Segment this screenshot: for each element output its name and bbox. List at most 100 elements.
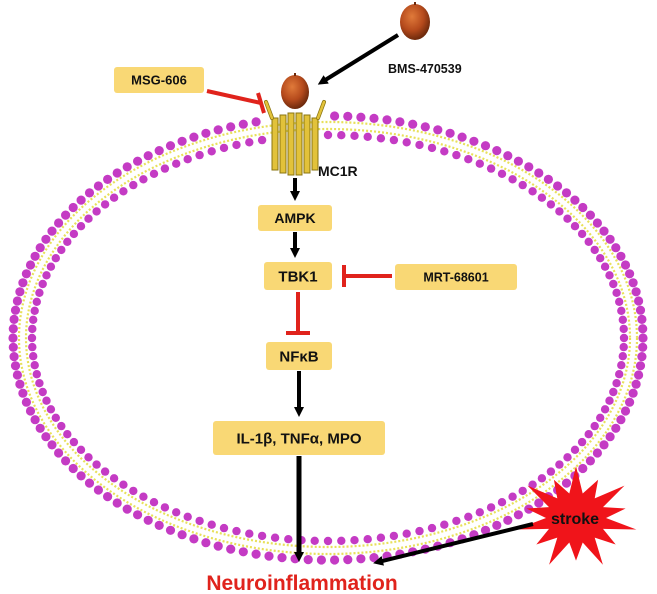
phospholipid-head: [427, 143, 437, 153]
phospholipid-head: [219, 143, 229, 153]
phospholipid-head: [160, 164, 170, 173]
phospholipid-head: [122, 162, 132, 172]
bound-ligand-icon: [281, 75, 309, 109]
phospholipid-head: [570, 445, 580, 454]
phospholipid-head: [475, 508, 484, 517]
phospholipid-head: [518, 486, 527, 496]
phospholipid-head: [600, 405, 610, 414]
phospholipid-head: [257, 135, 267, 145]
phospholipid-head: [9, 314, 19, 324]
phospholipid-head: [508, 175, 517, 184]
phospholipid-head: [57, 245, 66, 255]
phospholipid-head: [469, 136, 479, 146]
phospholipid-head: [69, 437, 79, 447]
phospholipid-head: [638, 342, 648, 352]
phospholipid-head: [480, 141, 491, 151]
phospholipid-head: [213, 541, 223, 551]
phospholipid-head: [634, 296, 644, 306]
phospholipid-head: [609, 279, 618, 289]
phospholipid-head: [51, 413, 60, 422]
cytokines-label: IL-1β, TNFα, MPO: [236, 431, 361, 448]
phospholipid-head: [615, 297, 624, 306]
phospholipid-head: [35, 379, 44, 388]
msg-606-label: MSG-606: [131, 73, 187, 88]
phospholipid-head: [452, 516, 461, 526]
tbk1-box: [264, 262, 332, 290]
phospholipid-head: [310, 536, 319, 545]
phospholipid-head: [508, 492, 517, 501]
phospholipid-head: [29, 352, 38, 361]
phospholipid-head: [534, 498, 544, 508]
phospholipid-head: [402, 138, 411, 147]
phospholipid-head: [382, 115, 392, 125]
phospholipid-head: [561, 478, 572, 488]
phospholipid-head: [363, 535, 372, 544]
phospholipid-head: [69, 229, 79, 239]
phospholipid-head: [497, 169, 507, 178]
phospholipid-head: [30, 306, 39, 315]
phospholipid-head: [129, 180, 138, 190]
phospholipid-head: [207, 147, 216, 156]
phospholipid-head: [8, 324, 18, 334]
phospholipid-head: [596, 413, 605, 422]
phospholipid-head: [563, 453, 572, 462]
phospholipid-head: [599, 226, 609, 236]
phospholipid-head: [376, 134, 386, 143]
phospholipid-head: [25, 260, 36, 270]
phospholipid-head: [226, 122, 236, 132]
phospholipid-head: [165, 141, 176, 151]
phospholipid-head: [618, 352, 627, 361]
phospholipid-head: [480, 525, 491, 535]
phospholipid-head: [226, 544, 236, 554]
phospholipid-head: [54, 218, 64, 228]
phospholipid-head: [183, 512, 192, 521]
phospholipid-head: [76, 222, 86, 231]
phospholipid-head: [47, 440, 57, 450]
phospholipid-head: [584, 430, 593, 439]
phospholipid-head: [30, 361, 39, 370]
phospholipid-head: [51, 254, 60, 263]
phospholipid-head: [619, 333, 629, 343]
phospholipid-head: [160, 503, 170, 512]
phospholipid-head: [238, 119, 248, 129]
phospholipid-head: [492, 146, 502, 156]
phospholipid-head: [625, 269, 635, 279]
phospholipid-head: [616, 251, 626, 261]
phospholipid-head: [546, 200, 556, 209]
phospholipid-head: [63, 430, 72, 439]
phospholipid-head: [635, 305, 646, 315]
phospholipid-head: [605, 234, 615, 244]
phospholipid-head: [27, 333, 37, 343]
phospholipid-head: [612, 288, 621, 297]
phospholipid-head: [201, 538, 211, 548]
phospholipid-head: [264, 551, 274, 561]
phospholipid-head: [251, 549, 261, 559]
phospholipid-head: [232, 140, 241, 150]
phospholipid-head: [445, 128, 455, 138]
ampk-box: [258, 205, 332, 231]
phospholipid-head: [133, 510, 143, 520]
phospholipid-head: [154, 520, 164, 531]
phospholipid-head: [578, 463, 588, 474]
phospholipid-head: [452, 150, 461, 160]
phospholipid-head: [61, 210, 71, 220]
phospholipid-head: [415, 140, 424, 150]
phospholipid-head: [46, 405, 56, 414]
phospholipid-head: [553, 181, 563, 191]
neuroinflammation-label: Neuroinflammation: [206, 572, 397, 594]
stroke-burst-icon: [515, 466, 637, 565]
phospholipid-head: [63, 237, 72, 246]
phospholipid-head: [119, 480, 128, 489]
mrt-68601-label: MRT-68601: [423, 271, 488, 285]
phospholipid-head: [599, 440, 609, 450]
phospholipid-head: [363, 132, 372, 141]
phospholipid-head: [343, 555, 353, 565]
phospholipid-head: [546, 467, 556, 476]
phospholipid-head: [21, 397, 31, 407]
phospholipid-head: [330, 555, 340, 565]
ampk-label: AMPK: [274, 210, 315, 226]
phospholipid-head: [8, 342, 18, 352]
phospholipid-head: [631, 379, 641, 389]
phospholipid-head: [172, 159, 181, 168]
phospholipid-head: [415, 526, 424, 536]
